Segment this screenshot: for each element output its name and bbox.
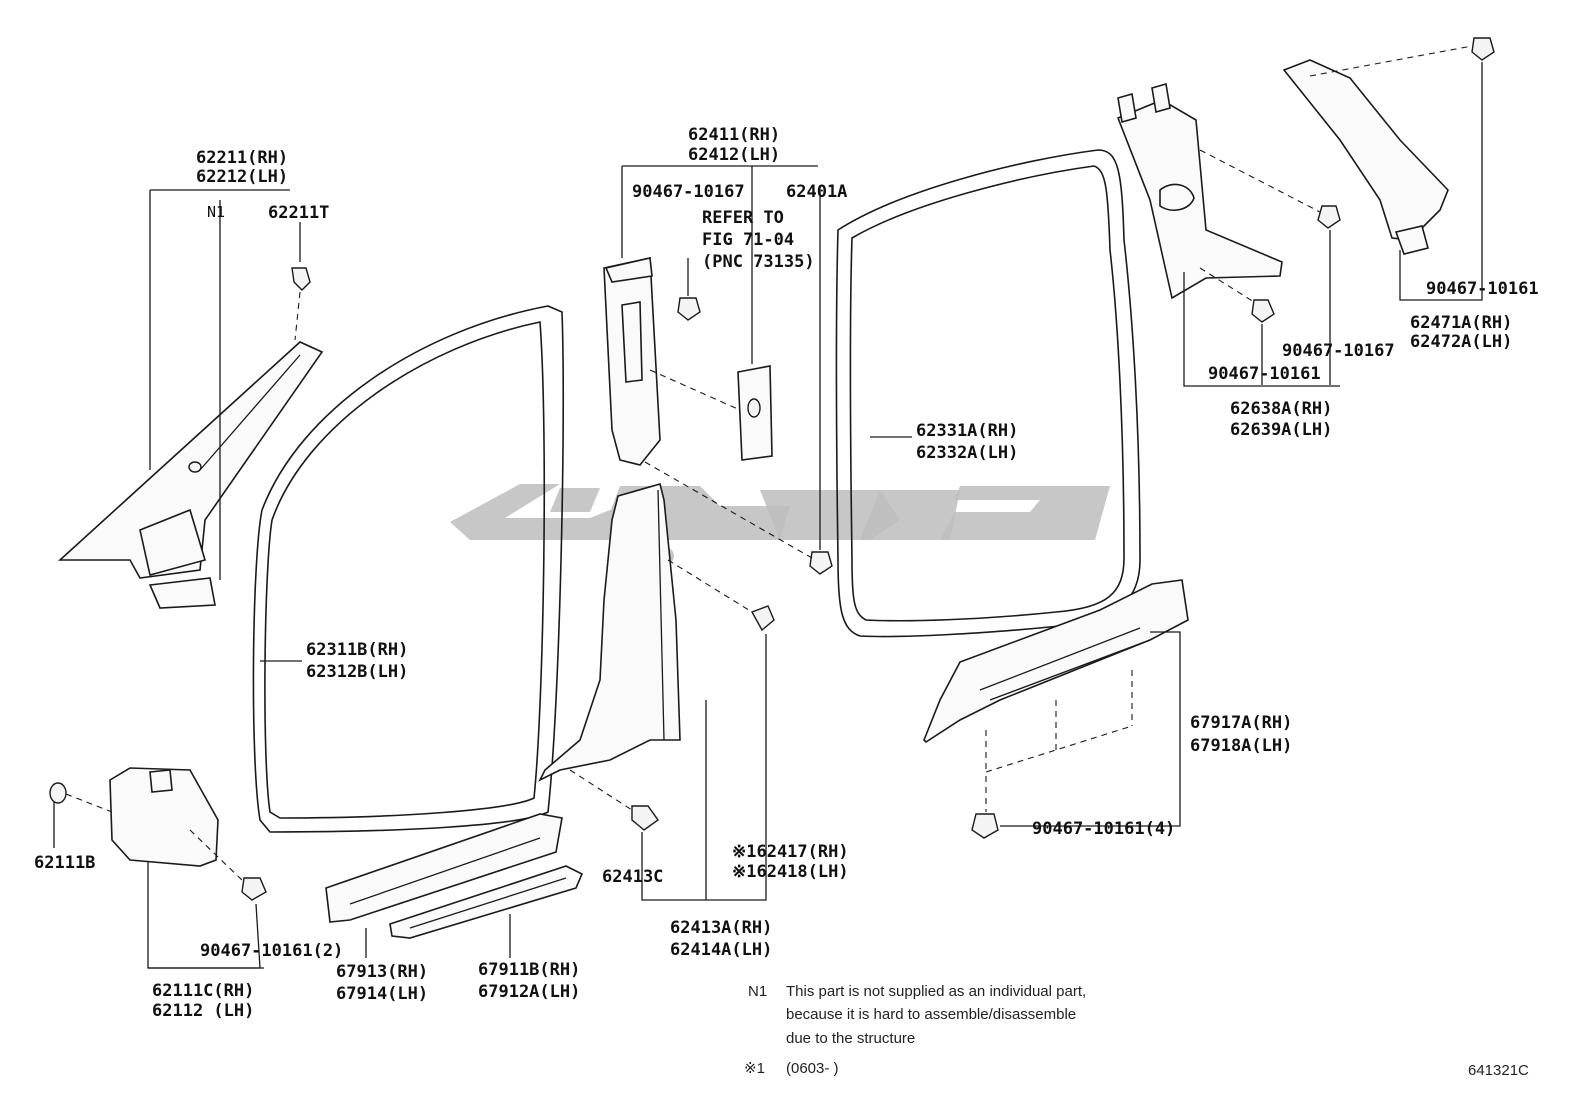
note-ref1-key: ※1 [744, 1060, 765, 1077]
b-pillar-upper-garnish [603, 257, 661, 466]
c-pillar-clip-lower [1199, 267, 1275, 385]
label-62212: 62212(LH) [196, 167, 288, 187]
label-62411: 62411(RH) [688, 125, 780, 145]
label-62332A: 62332A(LH) [916, 443, 1018, 463]
label-refer-2: FIG 71-04 [702, 230, 794, 250]
label-c-clip-a: 90467-10167 [1282, 341, 1395, 361]
label-62472A: 62472A(LH) [1410, 332, 1512, 352]
label-62638A: 62638A(RH) [1230, 399, 1332, 419]
front-door-scuff-plate [389, 865, 584, 939]
label-62111C: 62111C(RH) [152, 981, 254, 1001]
label-n1-marker: N1 [207, 203, 225, 221]
label-62413A: 62413A(RH) [670, 918, 772, 938]
label-67912A: 67912A(LH) [478, 982, 580, 1002]
cowl-clip [49, 782, 113, 813]
a-pillar-garnish [57, 341, 324, 609]
part-labels: 62211(RH) 62212(LH) N1 62211T 62411(RH) … [34, 125, 1539, 1021]
label-62418: ※162418(LH) [732, 862, 849, 882]
label-62401A: 62401A [786, 182, 847, 202]
label-62331A: 62331A(RH) [916, 421, 1018, 441]
label-cowl-screw: 90467-10161(2) [200, 941, 343, 961]
front-door-weatherstrip [252, 305, 565, 833]
b-pillar-clip [677, 258, 701, 321]
c-pillar-garnish [1116, 82, 1283, 300]
label-67917A: 67917A(RH) [1190, 713, 1292, 733]
label-62417: ※162417(RH) [732, 842, 849, 862]
label-62471A: 62471A(RH) [1410, 313, 1512, 333]
label-62112: 62112 (LH) [152, 1001, 254, 1021]
note-ref1-text: (0603- ) [786, 1060, 839, 1077]
rear-door-weatherstrip [835, 149, 1141, 638]
d-pillar-clip [1309, 37, 1495, 301]
label-b-clip: 90467-10167 [632, 182, 745, 202]
refer-pad [649, 365, 773, 461]
label-rear-scuff-clip: 90467-10161(4) [1032, 819, 1175, 839]
front-scuff-plate [325, 813, 563, 923]
d-pillar-garnish [1282, 59, 1449, 255]
note-n1-key: N1 [748, 983, 767, 1000]
label-62412: 62412(LH) [688, 145, 780, 165]
label-c-clip-b: 90467-10161 [1208, 364, 1321, 384]
label-67914: 67914(LH) [336, 984, 428, 1004]
cowl-screw [189, 829, 267, 901]
b-cover-clip [667, 559, 775, 632]
figure-id: 641321C [1468, 1062, 1529, 1079]
note-n1-line2: because it is hard to assemble/disassemb… [786, 1006, 1076, 1023]
rear-scuff-plate [923, 579, 1189, 773]
label-d-clip: 90467-10161 [1426, 279, 1539, 299]
note-n1-line1: This part is not supplied as an individu… [786, 983, 1086, 1000]
label-62413C: 62413C [602, 867, 663, 887]
label-62639A: 62639A(LH) [1230, 420, 1332, 440]
label-67918A: 67918A(LH) [1190, 736, 1292, 756]
watermark-logo [450, 484, 1110, 565]
note-n1-line3: due to the structure [786, 1030, 915, 1047]
label-62414A: 62414A(LH) [670, 940, 772, 960]
lower-b-clip [569, 769, 659, 831]
label-62211: 62211(RH) [196, 148, 288, 168]
label-62211T: 62211T [268, 203, 329, 223]
label-refer-3: (PNC 73135) [702, 252, 815, 272]
footnotes: N1 This part is not supplied as an indiv… [744, 983, 1086, 1077]
label-67911B: 67911B(RH) [478, 960, 580, 980]
rear-scuff-clip [971, 776, 999, 839]
label-67913: 67913(RH) [336, 962, 428, 982]
label-62312B: 62312B(LH) [306, 662, 408, 682]
a-pillar-clip [291, 267, 311, 341]
leader-lines [53, 165, 1340, 969]
label-62111B: 62111B [34, 853, 95, 873]
cowl-side-trim [109, 767, 219, 867]
label-62311B: 62311B(RH) [306, 640, 408, 660]
label-refer-1: REFER TO [702, 208, 784, 228]
c-pillar-clip-upper [1199, 149, 1341, 385]
b-pillar-lower-clip-62401A [644, 185, 833, 575]
b-pillar-lower-garnish [538, 483, 681, 782]
